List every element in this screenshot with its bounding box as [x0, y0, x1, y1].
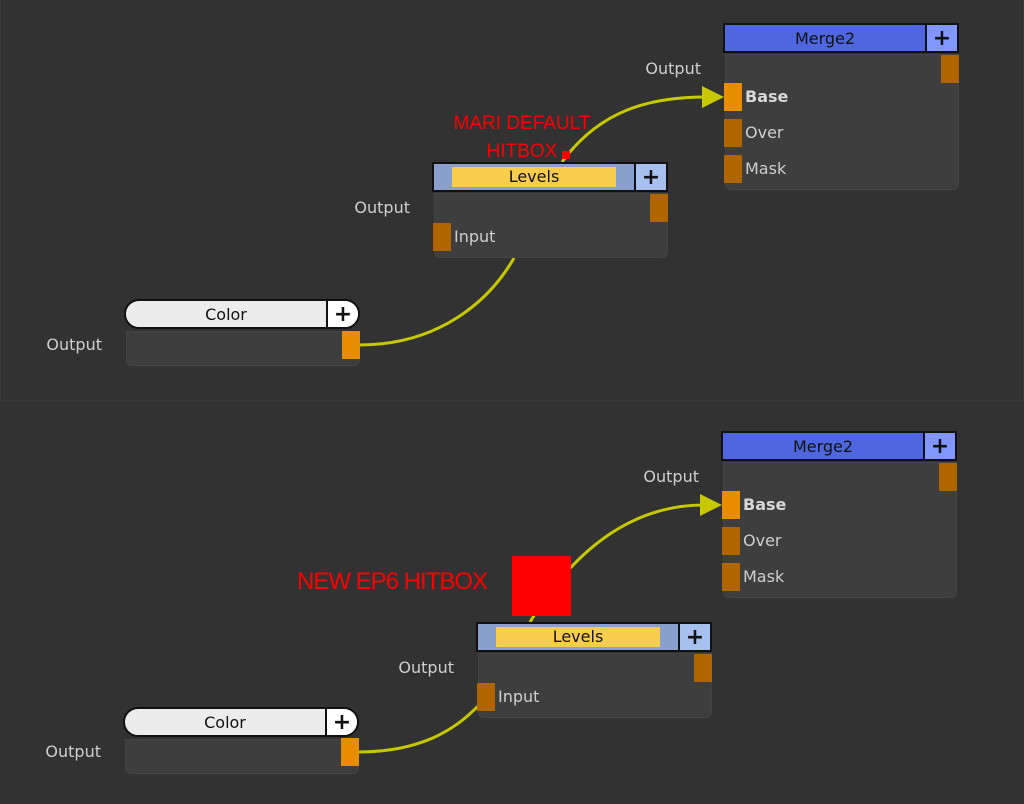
- node-title: Levels: [478, 624, 678, 650]
- output-port[interactable]: [341, 738, 359, 766]
- node-header[interactable]: Merge2 +: [723, 23, 959, 53]
- node-body: [723, 462, 957, 598]
- node-title: Color: [204, 712, 246, 732]
- node-header[interactable]: Color +: [123, 707, 359, 737]
- node-title-text: Levels: [452, 167, 616, 187]
- input-port-mask[interactable]: [724, 155, 742, 183]
- annotation-line1: MARI DEFAULT: [453, 113, 591, 134]
- input-port-base[interactable]: [722, 491, 740, 519]
- node-title: Color: [205, 304, 247, 324]
- output-port[interactable]: [342, 331, 360, 359]
- default-hitbox-marker: [562, 151, 570, 159]
- node-body: [126, 331, 360, 366]
- output-label: Output: [46, 335, 102, 354]
- input-label-base: Base: [743, 495, 787, 514]
- input-port[interactable]: [477, 683, 495, 711]
- new-ep6-hitbox-annotation: NEW EP6 HITBOX: [297, 568, 488, 595]
- input-port-base[interactable]: [724, 83, 742, 111]
- expand-plus-button[interactable]: +: [325, 709, 357, 735]
- node-body: [434, 193, 668, 258]
- annotation-line2: HITBOX: [486, 141, 558, 162]
- expand-plus-button[interactable]: +: [634, 164, 666, 190]
- node-title: Levels: [434, 164, 634, 190]
- input-port-over[interactable]: [722, 527, 740, 555]
- output-port[interactable]: [941, 55, 959, 83]
- output-label: Output: [354, 198, 410, 217]
- input-port-mask[interactable]: [722, 563, 740, 591]
- input-port[interactable]: [433, 223, 451, 251]
- output-port[interactable]: [650, 194, 668, 222]
- output-label: Output: [45, 742, 101, 761]
- node-title: Merge2: [792, 436, 854, 456]
- node-title-text: Levels: [496, 627, 660, 647]
- output-port[interactable]: [939, 463, 957, 491]
- mari-default-hitbox-annotation: MARI DEFAULT HITBOX: [452, 110, 592, 166]
- input-label-mask: Mask: [745, 159, 787, 178]
- node-title: Merge2: [794, 28, 856, 48]
- node-body: [125, 739, 359, 774]
- input-port-over[interactable]: [724, 119, 742, 147]
- node-body: [725, 54, 959, 190]
- input-label-base: Base: [745, 87, 789, 106]
- node-header[interactable]: Merge2 +: [721, 431, 957, 461]
- output-label: Output: [398, 658, 454, 677]
- input-label-over: Over: [743, 531, 782, 550]
- node-header[interactable]: Color +: [124, 299, 360, 329]
- expand-plus-button[interactable]: +: [925, 25, 957, 51]
- expand-plus-button[interactable]: +: [326, 301, 358, 327]
- node-header[interactable]: Levels +: [476, 622, 712, 652]
- expand-plus-button[interactable]: +: [923, 433, 955, 459]
- node-header[interactable]: Levels +: [432, 162, 668, 192]
- ep6-hitbox-marker: [512, 556, 571, 616]
- output-label: Output: [643, 467, 699, 486]
- input-label-mask: Mask: [743, 567, 785, 586]
- output-label: Output: [645, 59, 701, 78]
- input-label: Input: [454, 227, 496, 246]
- input-label: Input: [498, 687, 540, 706]
- node-body: [478, 653, 712, 718]
- expand-plus-button[interactable]: +: [678, 624, 710, 650]
- output-port[interactable]: [694, 654, 712, 682]
- input-label-over: Over: [745, 123, 784, 142]
